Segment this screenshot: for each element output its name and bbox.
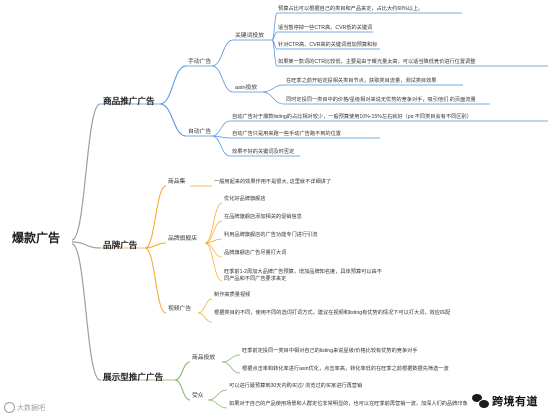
connector-ptarget-leaf-1 [221,361,241,374]
leaf-showcase-5: 旺季前1-2周加大品牌广告预算，增加品牌知名度，具体预算可以由不同产品和不同广告… [224,269,382,283]
leaf-keyword-3: 针对CTR高、CVR高的关键词增加预算和标 [278,42,378,48]
connector-product-manual [159,65,187,105]
node-product-targeting: 商品投放 [192,355,216,361]
connector-showcase-leaf-2 [204,238,223,244]
node-asin-targeting: asin投放 [235,85,258,91]
branch-product-ads: 商品推广广告 [103,96,155,106]
node-audience: 受众 [192,393,204,399]
leaf-keyword-1: 预算占比可以根据自己的类目和产品来定，占比大约60%以上。 [278,6,424,12]
leaf-ptarget-1: 旺季前定投同一类目中相对自己的listing来说星级/价格比较有优势的竞争对手 [242,348,418,354]
node-brand-showcase: 品牌旗舰店 [168,236,197,242]
leaf-keyword-4: 如果某一款词的CTR比较低，主要是由于曝光量太高，可以适当降低竞价进行位置调整 [278,59,476,65]
watermark-left-text: 大数据吧 [17,404,45,412]
connector-display-ptarget [174,361,191,381]
node-product-set: 商品集 [168,179,186,185]
branch-display-ads: 展示型推广广告 [103,372,164,382]
node-manual-ads: 手动广告 [188,59,212,65]
connector-ptarget-leaf-0 [221,354,241,363]
connector-keyword-leaf-1 [271,31,278,41]
branch-brand-ads: 品牌广告 [103,240,138,250]
leaf-auto-2: 自动广告只是用来跑一些手动广告跑不到的位置 [232,131,341,137]
leaf-product-set: 一般用起来的效果作用不是很大, 这里就不详细讲了 [214,179,332,185]
connector-auto-leaf-0 [211,120,231,137]
connector-root-product [71,103,101,241]
connector-manual-asin [211,65,234,93]
node-keyword-targeting: 关键词投放 [235,33,264,39]
connector-brand-video [144,247,167,314]
leaf-showcase-2: 在品牌旗舰店添加相关的促销信息 [224,214,302,220]
leaf-showcase-4: 品牌旗舰店广告尽量打大词 [224,250,287,256]
connector-video-leaf-0 [197,298,213,314]
connector-keyword-leaf-3 [271,39,278,67]
connector-asin-leaf-1 [261,91,285,105]
watermark-right-text: 跨境有道 [492,396,538,408]
leaf-ptarget-2: 根据点击率和转化率进行asin优化，点击率高，转化率低的在旺季之前根据数据先筛选… [242,366,449,372]
connector-showcase-leaf-1 [204,220,223,244]
connector-root-brand [71,241,101,249]
connector-product-auto [159,103,187,137]
leaf-auto-1: 自动广告对于爆款listing的占比相对较少，一般预算使用10%-15%左右就好… [232,114,472,120]
watermark-circle-icon [4,402,15,413]
leaf-showcase-1: 优化好品牌旗舰店 [224,196,266,202]
wechat-icon [472,394,490,409]
connector-auto-leaf-2 [211,135,231,157]
leaf-asin-2: 同时定投同一类目中的价格/星级相对来说无优势的竞争对手，吸引他们 的页面流量 [286,97,476,103]
connector-audience-leaf-0 [207,389,228,401]
connector-root-display [71,243,101,381]
node-auto-ads: 自动广告 [188,129,212,135]
connector-display-audience [174,379,191,401]
watermark-right: 跨境有道 [472,393,538,409]
leaf-keyword-2: 适当暂停掉一些CTR高、CVR低的关键词 [278,25,373,31]
connector-keyword-leaf-0 [271,12,278,41]
watermark-left: 大数据吧 [4,402,45,413]
connector-manual-keyword [211,39,234,67]
leaf-video-1: 制作高质量视频 [214,292,251,298]
connector-brand-showcase [144,242,167,249]
connector-video-leaf-1 [197,312,213,323]
connector-showcase-leaf-0 [204,202,223,244]
connector-showcase-leaf-4 [204,242,223,282]
connector-showcase-leaf-3 [204,242,223,258]
leaf-asin-1: 在旺季之前开始定投相关类目节点，获取类目流量，测试类目效果 [286,78,437,84]
connector-brand-productset [144,185,167,249]
leaf-auto-3: 效果不好的关键词及时否定 [232,149,295,155]
connector-audience-leaf-1 [207,399,228,409]
root-node: 爆款广告 [12,231,61,245]
node-video-ads: 视频广告 [168,306,192,312]
leaf-audience-2: 如果对于自己的产品使用场景和人群定位非常明显的，也可以在旺季前再营销一波，加深人… [229,401,468,407]
leaf-showcase-3: 利用品牌旗舰店的广告功能专门进行引流 [224,232,318,238]
leaf-audience-1: 可以进行最预算到30天内购买过/ 浏览过的买家进行再营销 [229,383,363,389]
leaf-video-2: 根据类目的不同，使用不同的选词打词方式，建议在视频和listing有优势的情况下… [214,310,451,316]
connector-asin-leaf-0 [261,84,285,93]
